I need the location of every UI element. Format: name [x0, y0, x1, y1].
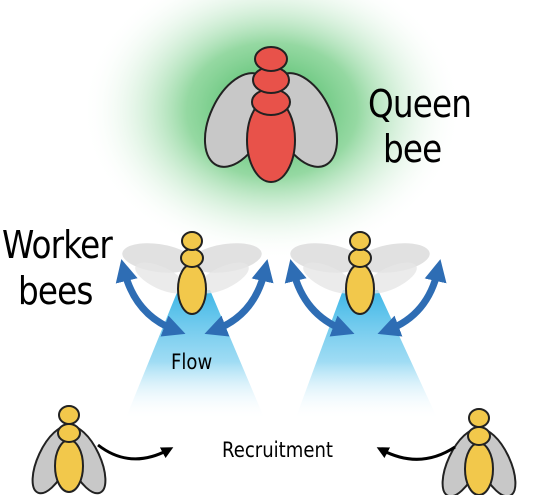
worker-label-line1: Worker	[2, 223, 113, 267]
flow-cone-left	[125, 290, 265, 420]
flow-label: Flow	[171, 350, 213, 374]
fan-arrow-2	[204, 259, 274, 337]
queen-bee	[203, 46, 339, 183]
recruitment-arrows	[97, 443, 456, 461]
flow-cone-right	[295, 290, 438, 420]
recruit-arrow-left	[97, 443, 174, 461]
fanning-arrows	[115, 259, 447, 337]
recruitment-label: Recruitment	[222, 438, 333, 462]
fan-arrow-3	[284, 259, 355, 337]
fan-arrow-4	[377, 259, 447, 337]
worker-label-line2: bees	[18, 269, 93, 313]
recruit-arrow-right	[376, 445, 456, 461]
queen-label-line1: Queen	[368, 82, 472, 126]
fan-arrow-1	[115, 259, 186, 337]
recruit-bee-right	[441, 408, 517, 495]
recruit-bee-left	[31, 405, 107, 495]
queen-label-line2: bee	[383, 127, 442, 171]
